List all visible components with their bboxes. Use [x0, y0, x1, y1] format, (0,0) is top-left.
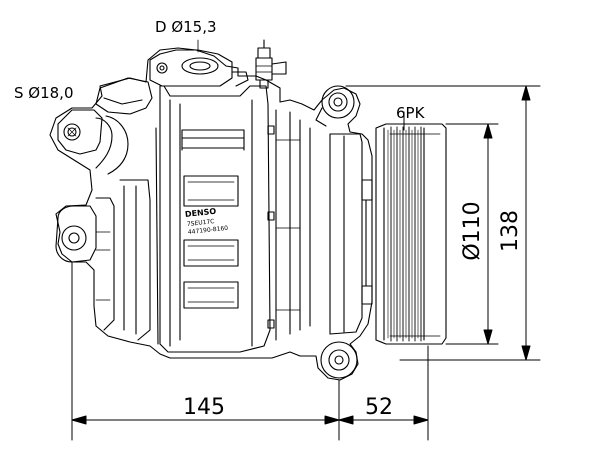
pulley-offset-label: 52: [365, 395, 393, 420]
pressure-switch: [255, 39, 287, 89]
pulley: [375, 123, 447, 345]
pulley-diameter-label: Ø110: [460, 201, 485, 261]
suction-port: [57, 77, 153, 175]
upper-right-mounting-ear: [315, 85, 355, 127]
suction-port-label: S Ø18,0: [14, 84, 74, 102]
discharge-port-label: D Ø15,3: [155, 18, 217, 36]
dimension-lines: [71, 39, 541, 441]
overall-height-label: 138: [498, 210, 523, 252]
lower-right-mounting-ear: [320, 341, 358, 379]
belt-profile-label: 6PK: [396, 104, 425, 122]
left-mounting-ear: [55, 205, 97, 263]
clutch-hub: [329, 133, 373, 335]
body-length-label: 145: [183, 395, 225, 420]
discharge-port: [149, 49, 249, 87]
compressor-housing: [49, 47, 373, 381]
